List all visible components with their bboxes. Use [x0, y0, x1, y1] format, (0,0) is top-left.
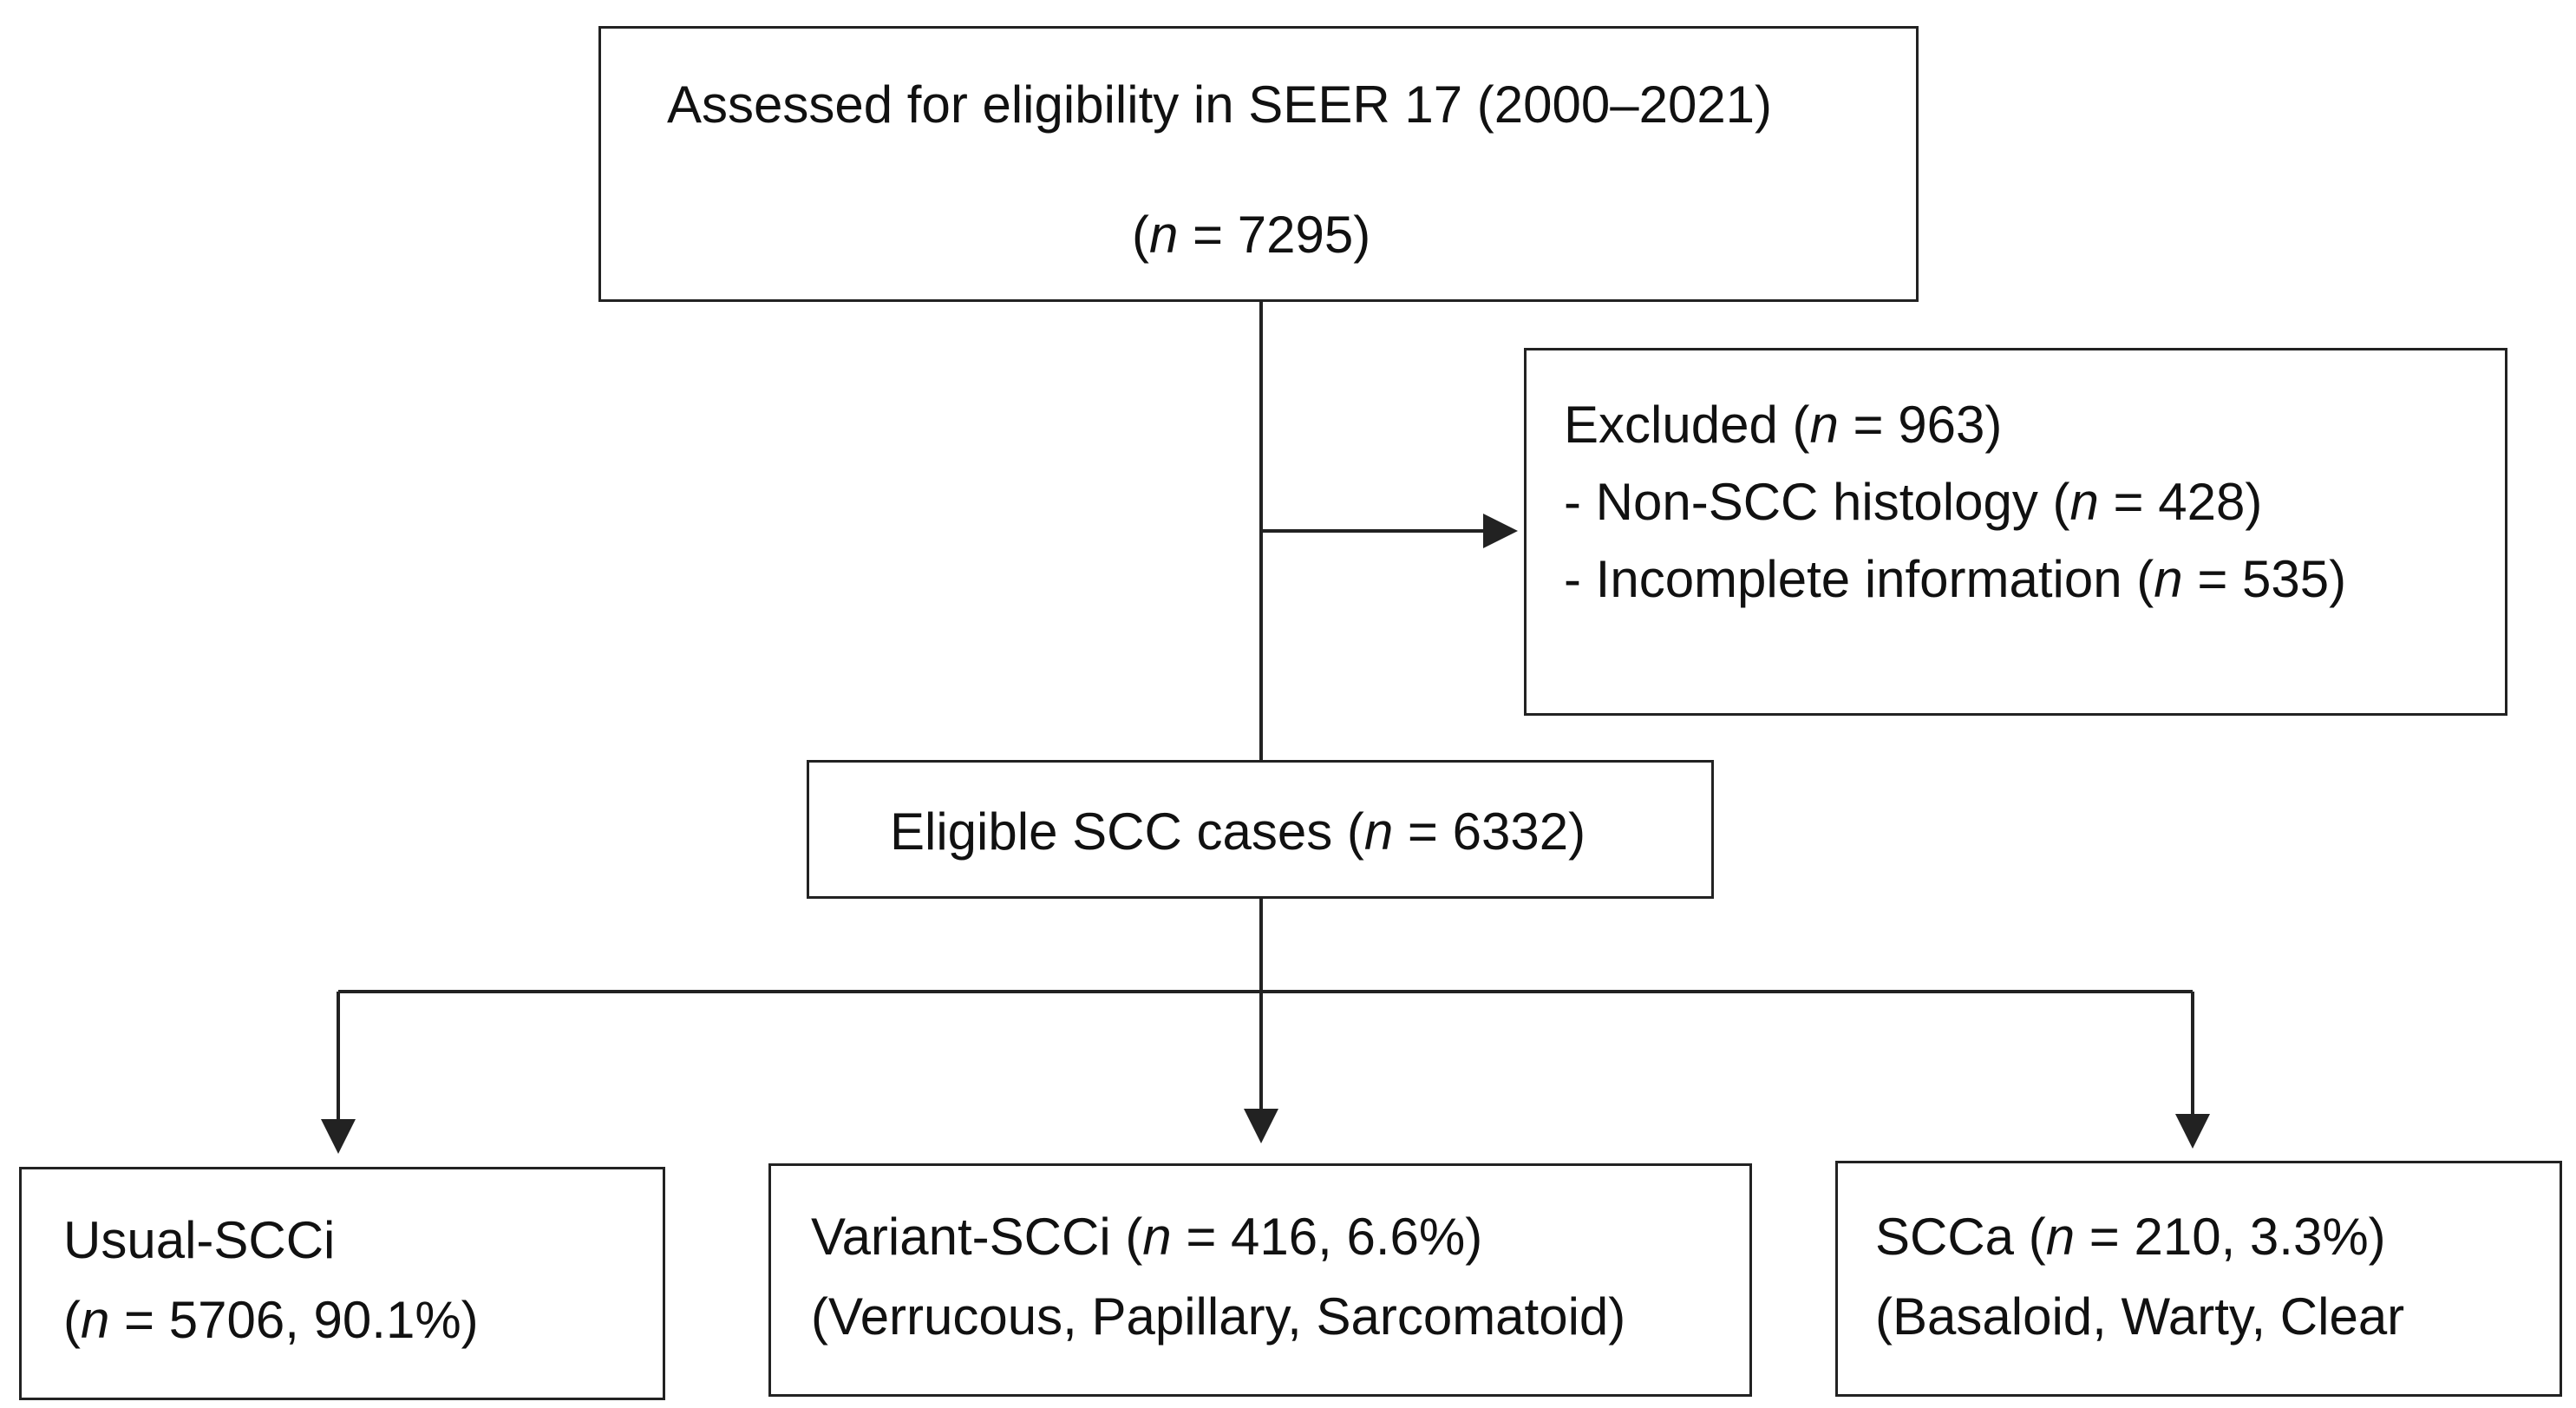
- scca-subtypes: (Basaloid, Warty, Clear: [1875, 1287, 2405, 1346]
- assessed-box: Assessed for eligibility in SEER 17 (200…: [598, 26, 1919, 302]
- variant-scci-box: Variant-SCCi (n = 416, 6.6%) (Verrucous,…: [768, 1163, 1752, 1397]
- scca-label: SCCa (n = 210, 3.3%): [1875, 1208, 2386, 1266]
- usual-scci-box: Usual-SCCi (n = 5706, 90.1%): [19, 1167, 665, 1400]
- usual-scci-count: (n = 5706, 90.1%): [63, 1291, 479, 1349]
- eligible-label: Eligible SCC cases (n = 6332): [890, 802, 1586, 861]
- variant-scci-subtypes: (Verrucous, Papillary, Sarcomatoid): [811, 1287, 1626, 1346]
- excluded-box: Excluded (n = 963) - Non-SCC histology (…: [1524, 348, 2507, 716]
- usual-scci-label: Usual-SCCi: [63, 1211, 336, 1269]
- scca-box: SCCa (n = 210, 3.3%) (Basaloid, Warty, C…: [1835, 1161, 2562, 1397]
- excluded-heading: Excluded (n = 963): [1564, 396, 2003, 454]
- excluded-item-non-scc: - Non-SCC histology (n = 428): [1564, 473, 2263, 531]
- variant-scci-label: Variant-SCCi (n = 416, 6.6%): [811, 1208, 1483, 1266]
- excluded-item-incomplete: - Incomplete information (n = 535): [1564, 550, 2347, 608]
- eligible-box: Eligible SCC cases (n = 6332): [807, 760, 1714, 899]
- assessed-title: Assessed for eligibility in SEER 17 (200…: [667, 75, 1773, 134]
- assessed-count: (n = 7295): [1132, 206, 1371, 264]
